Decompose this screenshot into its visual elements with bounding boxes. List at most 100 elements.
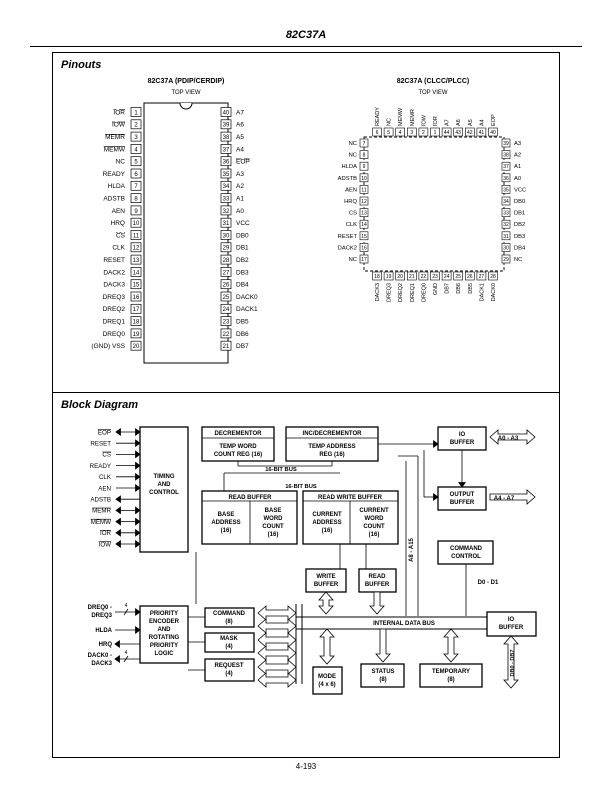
request-register-label: (4) [225, 671, 232, 677]
plcc-pin-number: 32 [503, 222, 509, 228]
signal-arrow-in [135, 428, 141, 436]
a8-a15-label: A8 - A15 [409, 537, 415, 561]
plcc-pin-number: 19 [386, 274, 392, 280]
dip-pin-number: 4 [134, 147, 138, 153]
dip-pin-label-left: DREQ2 [103, 306, 126, 313]
current-address-label: ADDRESS [312, 520, 341, 526]
plcc-pin-number: 29 [503, 257, 509, 263]
plcc-pin-box [359, 254, 369, 264]
plcc-pin-number: 31 [503, 234, 509, 240]
decrementer-body: TEMP WORD [219, 444, 257, 450]
plcc-pin-box [501, 254, 511, 264]
block-signal-label: READY [90, 463, 111, 470]
register-bus-arrow [257, 605, 297, 621]
plcc-pin-box [383, 127, 394, 137]
bus-width-label: 4 [125, 650, 128, 656]
plcc-pin-number: 13 [361, 211, 367, 217]
plcc-pin-box [359, 150, 369, 159]
dip-pin-box [130, 156, 142, 167]
incdec-title: INC/DECREMENTOR [303, 431, 363, 437]
plcc-pin-box [359, 161, 369, 171]
dack-arrow [114, 655, 120, 663]
block-signal-label: RESET [90, 441, 111, 448]
plcc-pin-number: 10 [361, 176, 367, 182]
block-signal-label: EOP [98, 429, 111, 436]
dip-pin-box [130, 303, 142, 314]
signal-arrow-in [135, 472, 141, 481]
address-low-label: A0 - A3 [498, 436, 519, 442]
plcc-pin-label-right: A1 [514, 164, 521, 170]
base-word-count-label: WORD [264, 516, 284, 522]
signal-arrow-in [135, 528, 141, 537]
plcc-pin-number: 43 [455, 130, 461, 136]
plcc-pin-number: 44 [444, 130, 450, 136]
write-buffer-bus-arrow [318, 591, 334, 615]
plcc-pin-number: 37 [503, 164, 509, 170]
dip-pin-label-left: DREQ1 [103, 319, 126, 326]
plcc-pin-box [359, 173, 369, 183]
plcc-pin-number: 5 [387, 130, 390, 136]
dip-pin-label-left: AEN [112, 208, 126, 215]
plcc-pin-box [464, 271, 475, 281]
signal-arrow-in [135, 439, 141, 448]
dip-pin-number: 40 [223, 110, 230, 116]
dip-pin-number: 36 [223, 160, 230, 166]
block-signal-label: MEMW [91, 519, 111, 526]
command-register-label: (8) [225, 619, 232, 625]
plcc-pin-number: 3 [410, 130, 413, 136]
dip-pin-box [220, 340, 232, 351]
plcc-pin-number: 36 [503, 176, 509, 182]
io-buffer-top-block [437, 426, 487, 451]
plcc-pin-label-bottom: DREQ2 [398, 283, 404, 302]
dip-pin-label-left: ADSTB [103, 196, 125, 203]
priority-encoder-label: AND [158, 627, 172, 633]
dip-pin-box [130, 193, 142, 203]
pinouts-section-title: Pinouts [61, 59, 102, 71]
dip-pin-number: 35 [223, 172, 230, 178]
plcc-pin-box [501, 185, 511, 194]
d0-d1-label: D0 - D1 [478, 580, 499, 586]
dip-pin-number: 15 [133, 283, 140, 289]
dip-pin-number: 2 [134, 123, 138, 129]
plcc-pin-box [359, 185, 369, 194]
read-buffer-small-label: READ [368, 574, 386, 580]
plcc-pin-box [418, 127, 429, 137]
dip-pin-box [130, 316, 142, 326]
dip-package-body [143, 102, 229, 364]
temporary-register-label: (8) [447, 677, 454, 683]
command-control-label: COMMAND [450, 546, 483, 552]
hrq-arrow [114, 640, 120, 648]
dip-pin-box [130, 119, 142, 130]
dip-pin-label-right: DB6 [236, 331, 249, 338]
incdec-body: REG (16) [319, 452, 344, 458]
dip-pin-number: 21 [223, 344, 230, 350]
dip-pin-label-left: HLDA [108, 183, 126, 190]
plcc-pin-label-right: DB1 [514, 211, 525, 217]
priority-encoder-label: PRIORITY [150, 611, 178, 617]
dip-pin-number: 12 [133, 246, 140, 252]
dip-pin-number: 8 [134, 197, 138, 203]
dip-pin-label-right: DACK1 [236, 306, 258, 313]
plcc-pin-number: 27 [479, 274, 485, 280]
dack-bus-label: DACK0 - [88, 653, 112, 659]
dip-pin-number: 5 [134, 160, 138, 166]
dip-pin-box [220, 291, 232, 302]
priority-encoder-block [139, 605, 189, 664]
base-word-count-label: COUNT [262, 524, 284, 530]
plcc-pin-label-right: DB4 [514, 245, 526, 251]
current-word-count-label: (16) [369, 532, 380, 538]
dip-pin-box [130, 242, 142, 253]
plcc-pin-label-right: A2 [514, 153, 521, 159]
plcc-pin-box [476, 271, 487, 281]
command-control-label: CONTROL [451, 554, 481, 560]
plcc-pin-number: 24 [444, 274, 450, 280]
address-mid-bus-arrow [489, 489, 536, 505]
base-word-count-label: BASE [265, 508, 282, 514]
dip-pin-label-right: A1 [236, 196, 244, 203]
db0-db7-label: DB0 - DB7 [510, 650, 516, 677]
plcc-pin-label-bottom: DB6 [456, 283, 462, 294]
plcc-pin-number: 20 [397, 274, 403, 280]
plcc-pin-box [441, 271, 452, 281]
mask-register-label: (4) [225, 644, 232, 650]
dip-pin-label-right: DB0 [236, 232, 249, 239]
